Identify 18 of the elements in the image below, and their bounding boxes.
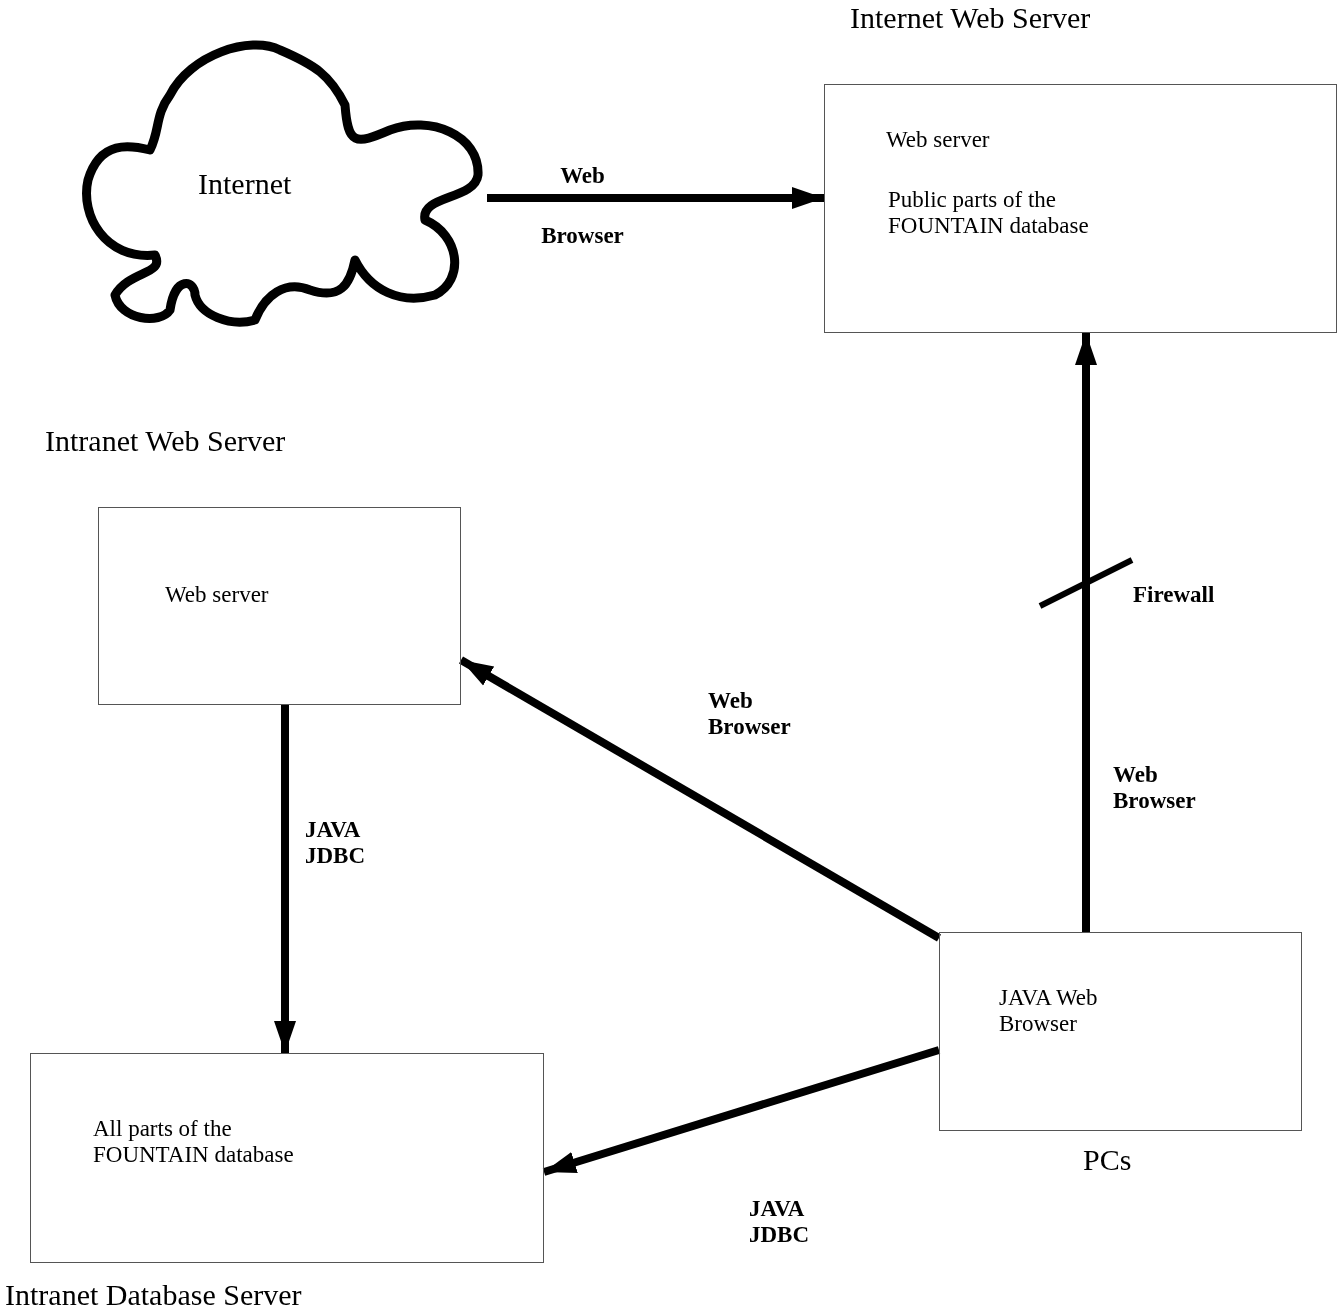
arrow (542, 1046, 941, 1176)
edge-label: Web Browser (540, 162, 625, 250)
firewall-label: Firewall (1133, 582, 1215, 608)
node-text: Web server (886, 127, 990, 153)
server-heading: Intranet Database Server (5, 1282, 302, 1308)
edge-label: Web Browser (708, 688, 792, 740)
server-heading: Internet Web Server (850, 5, 1091, 31)
edge-label: Web Browser (1113, 762, 1197, 814)
arrow (459, 656, 941, 942)
node-text: Public parts of the FOUNTAIN database (888, 187, 1090, 239)
edge-label: JAVA JDBC (749, 1196, 811, 1248)
node-text: All parts of the FOUNTAIN database (93, 1116, 295, 1168)
node-text: JAVA Web Browser (999, 985, 1099, 1037)
server-heading: PCs (1083, 1147, 1132, 1173)
cloud-label: Internet (198, 171, 292, 197)
node-text: Web server (165, 582, 269, 608)
server-heading: Intranet Web Server (45, 428, 286, 454)
edge-label: JAVA JDBC (305, 817, 367, 869)
